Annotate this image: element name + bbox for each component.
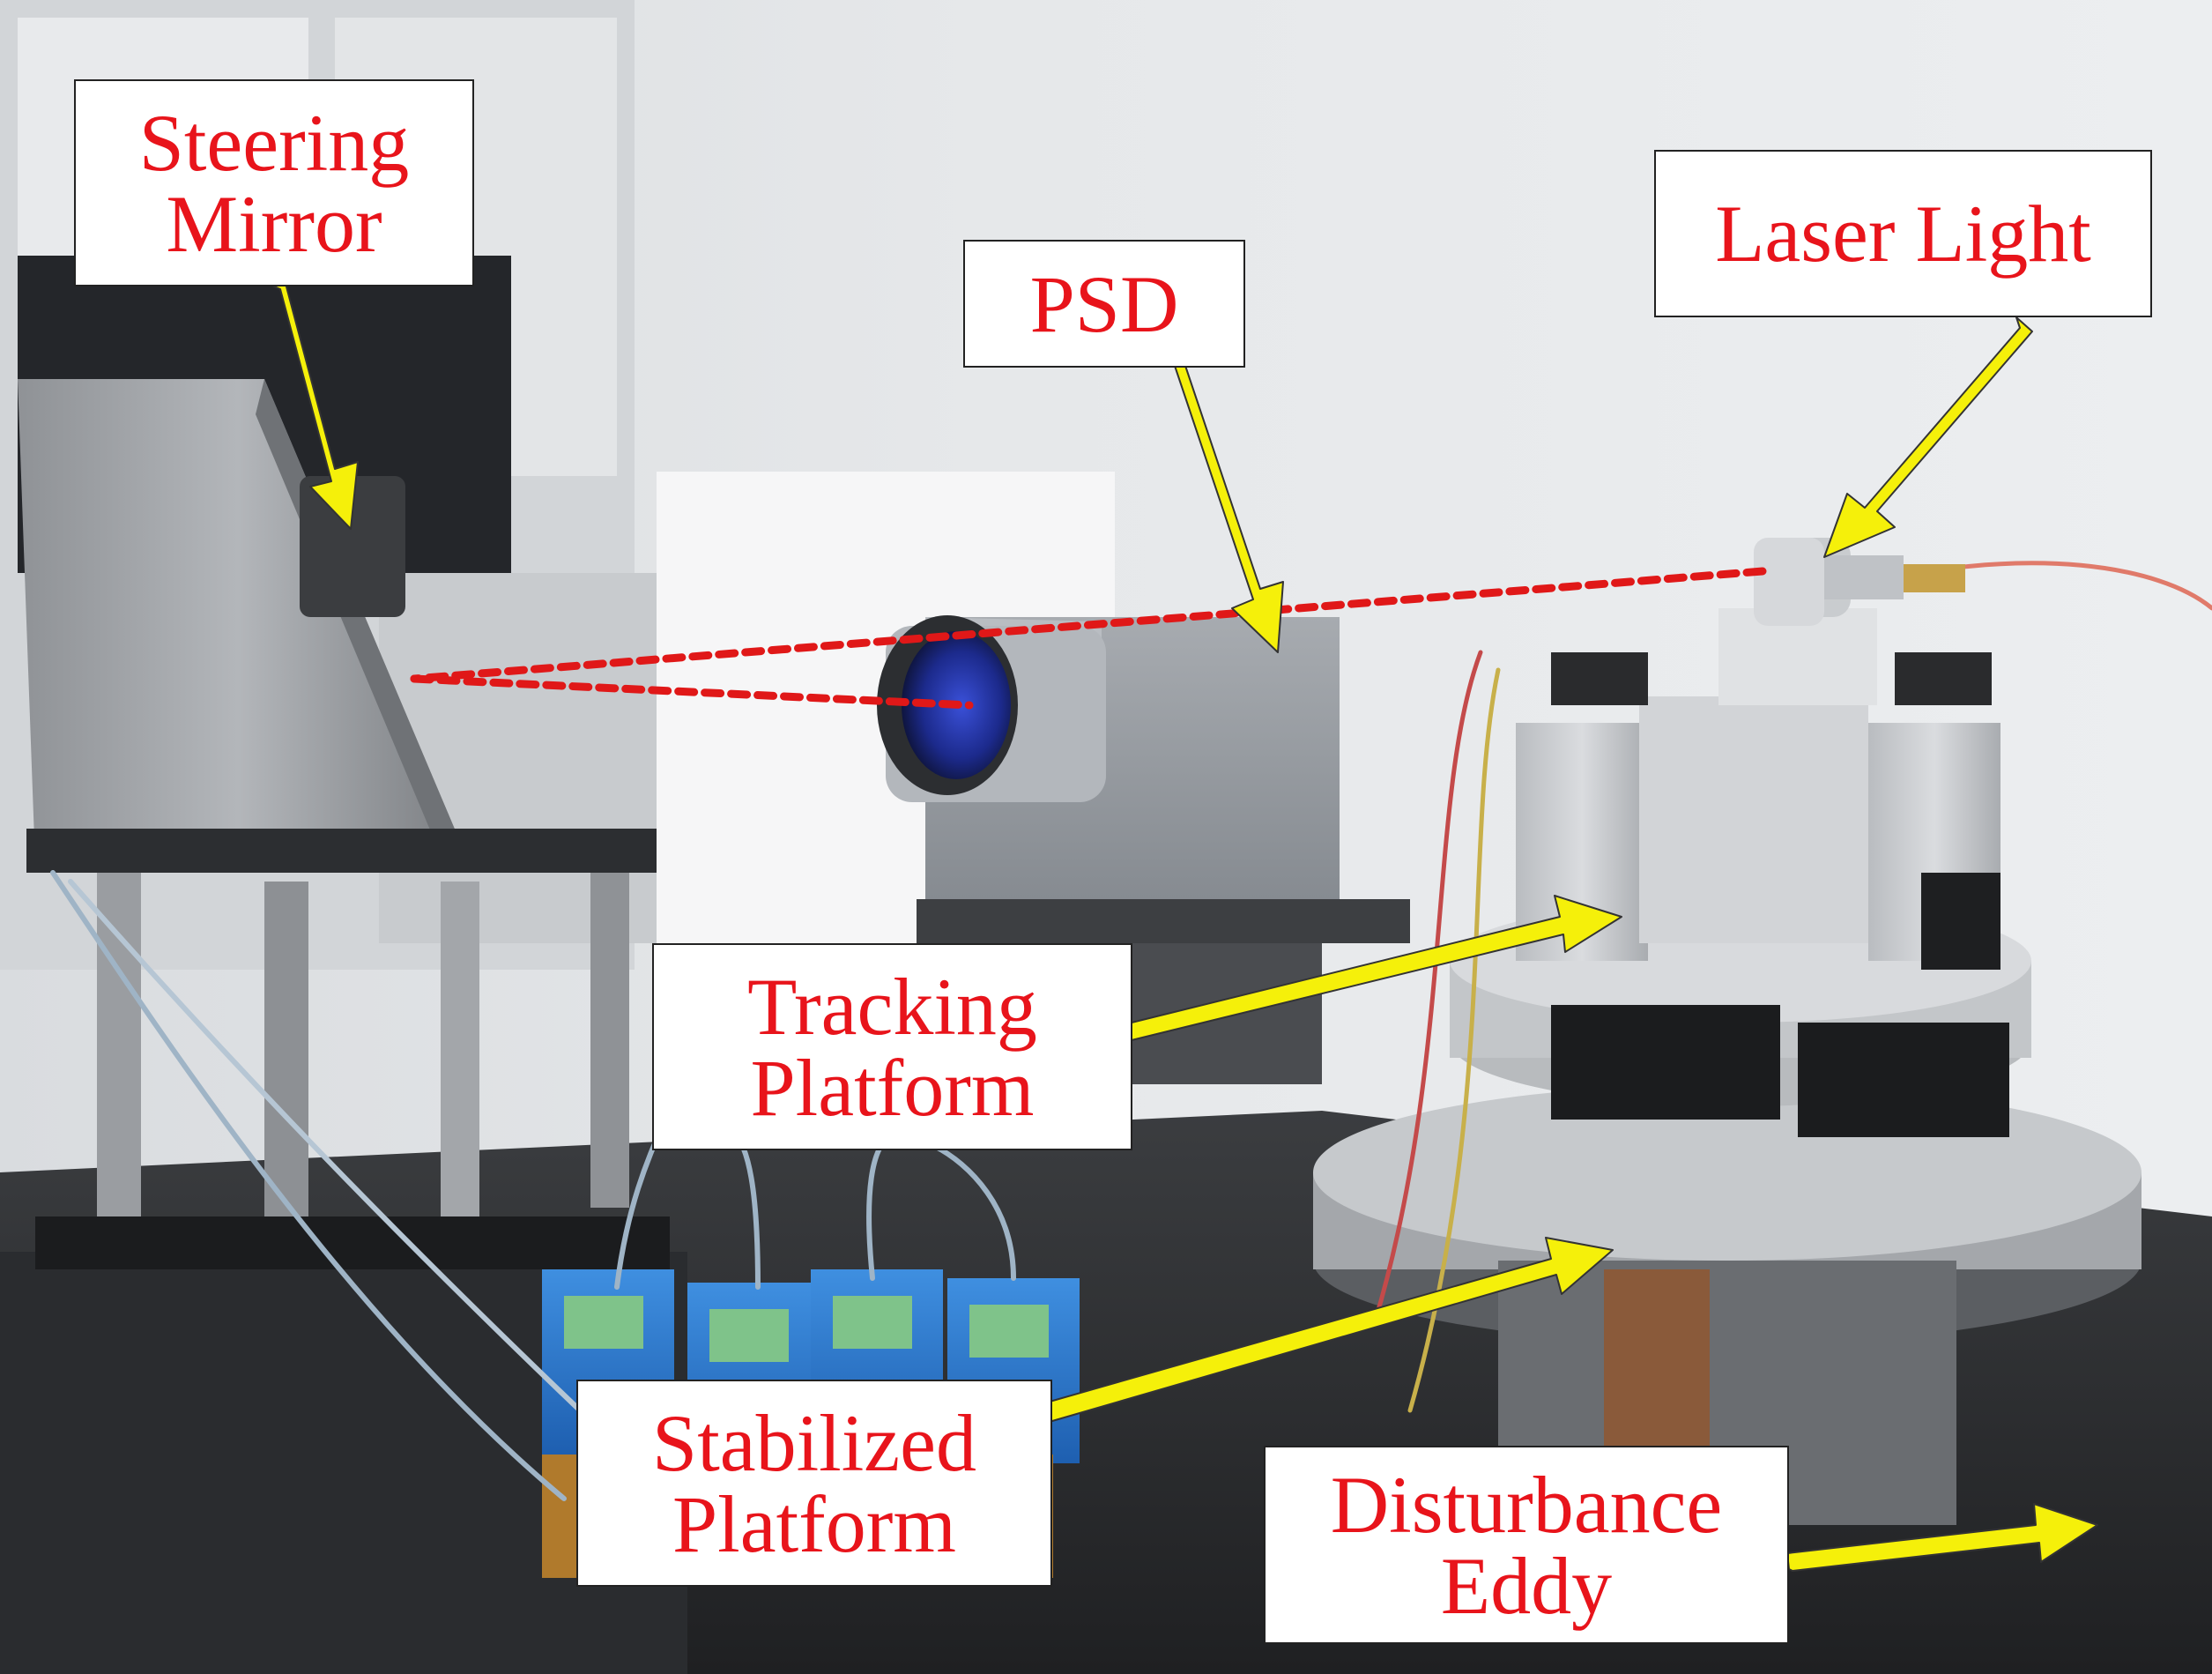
laser-light-label-line1: Laser Light bbox=[1715, 189, 2091, 279]
stabilized-platform-label-line2: Platform bbox=[672, 1478, 956, 1569]
tracking-platform-arrow bbox=[1124, 895, 1622, 1041]
steering-mirror-label-line2: Mirror bbox=[166, 178, 382, 269]
disturbance-eddy-label-line1: Disturbance bbox=[1330, 1459, 1723, 1550]
steering-mirror-arrow bbox=[264, 276, 359, 530]
laser-light-label: Laser Light bbox=[1654, 150, 2152, 317]
disturbance-eddy-label-line2: Eddy bbox=[1440, 1540, 1613, 1631]
disturbance-eddy-arrow bbox=[1786, 1503, 2098, 1572]
tracking-platform-label: Tracking Platform bbox=[652, 943, 1132, 1150]
laser-light-source bbox=[1754, 538, 1965, 626]
tracking-platform-label-line2: Platform bbox=[750, 1042, 1035, 1133]
laser-light-arrow bbox=[1823, 316, 2033, 558]
steering-mirror-label: Steering Mirror bbox=[74, 79, 474, 286]
steering-mirror-mount bbox=[18, 379, 679, 1269]
laser-beam-path bbox=[410, 567, 1767, 710]
stabilized-platform-arrow bbox=[1043, 1237, 1614, 1422]
psd-label-line1: PSD bbox=[1029, 258, 1179, 349]
tracking-platform-label-line1: Tracking bbox=[747, 961, 1037, 1052]
stabilized-platform-label-line1: Stabilized bbox=[652, 1397, 976, 1488]
steering-mirror-label-line1: Steering bbox=[138, 97, 410, 188]
psd-label: PSD bbox=[963, 240, 1245, 368]
callout-arrows bbox=[264, 276, 2098, 1572]
disturbance-eddy-label: Disturbance Eddy bbox=[1264, 1446, 1789, 1644]
psd-arrow bbox=[1162, 352, 1284, 653]
stabilized-platform-label: Stabilized Platform bbox=[576, 1380, 1052, 1587]
